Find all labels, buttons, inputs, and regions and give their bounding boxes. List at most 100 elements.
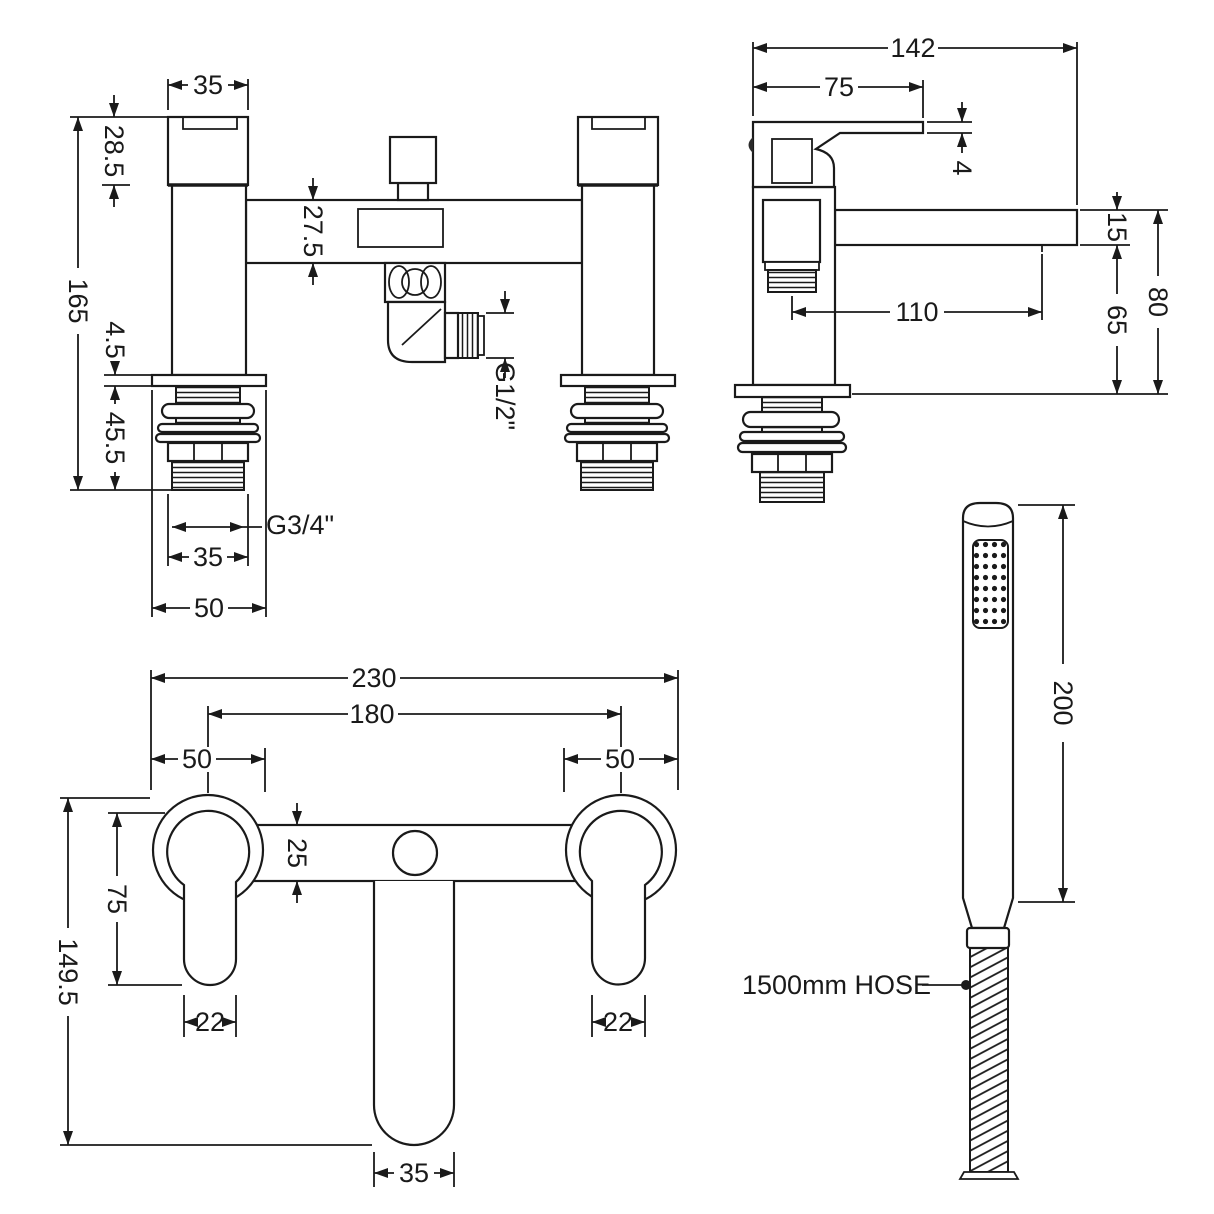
- dim-plan-spout-width-group: 35: [373, 1152, 455, 1188]
- side-elevation-view: 142 75 4 110: [733, 33, 1173, 503]
- dim-front-tail-thread: G3/4": [266, 510, 334, 540]
- right-washer: [569, 402, 665, 420]
- left-washer-thin: [154, 432, 262, 444]
- left-pillar-column: [170, 183, 248, 377]
- dim-side-spout-top-height: 80: [1143, 287, 1173, 317]
- diverter-knob: [388, 135, 438, 185]
- dim-front-flange-group: 4.5 45.5: [100, 321, 152, 490]
- dim-plan-lever-width-left-group: 22: [183, 995, 237, 1037]
- dim-side-spout-reach: 110: [895, 297, 938, 327]
- dim-front-tail-length: 45.5: [100, 412, 130, 465]
- elbow-thread: [457, 312, 479, 359]
- left-cap-slot: [182, 117, 238, 130]
- dim-front-total-height-group: 165: [62, 116, 180, 491]
- front-elevation-view: 35 165 28.5 27.5: [62, 70, 677, 623]
- right-pillar-column: [580, 183, 656, 377]
- dim-side-total-depth: 142: [890, 33, 935, 63]
- right-cap-slot: [591, 117, 646, 130]
- dim-front-body-height: 27.5: [298, 205, 328, 258]
- dim-plan-lever-width-right-group: 22: [591, 995, 646, 1037]
- dim-side-spout-underside-height: 65: [1102, 305, 1132, 335]
- handle-lever-left: [166, 809, 251, 987]
- handle-cartridge-cover: [771, 138, 813, 184]
- dim-side-heights-group: 15 65 80: [852, 192, 1173, 395]
- dim-handset-length: 200: [1048, 680, 1078, 725]
- hose-label: 1500mm HOSE: [742, 970, 931, 1000]
- dim-plan-handle-reach-group: 75: [102, 812, 182, 986]
- hose-label-group: 1500mm HOSE: [742, 970, 971, 1000]
- elbow-chamfer-line: [401, 308, 442, 346]
- dim-side-total-depth-group: 142: [752, 33, 1078, 205]
- handle-lever-right: [578, 809, 663, 986]
- outlet-block-side: [761, 198, 822, 264]
- dim-plan-handle-reach: 75: [102, 884, 132, 914]
- leader-dot: [961, 980, 971, 990]
- dim-plan-spout-width: 35: [399, 1158, 429, 1188]
- dim-front-body-height-group: 27.5: [298, 178, 328, 285]
- dim-side-spout-reach-group: 110: [791, 254, 1043, 327]
- dim-front-tail-width: 35: [193, 542, 223, 572]
- dim-plan-handle-dia-left: 50: [182, 744, 212, 774]
- dim-plan-lever-width-left: 22: [195, 1007, 225, 1037]
- plan-view: 230 180 50 50: [52, 663, 679, 1188]
- spout-side: [833, 208, 1079, 247]
- right-pillar-cap: [576, 115, 660, 187]
- dim-plan-centres-group: 180: [207, 699, 622, 793]
- dim-plan-lever-width-right: 22: [603, 1007, 633, 1037]
- dim-front-flange-thickness: 4.5: [100, 321, 130, 359]
- left-washer-thin: [156, 422, 260, 434]
- coupling-detail: [420, 265, 442, 299]
- dim-plan-handle-dia-left-group: 50: [151, 744, 266, 792]
- left-pillar-cap: [166, 115, 250, 187]
- dim-plan-total-width-group: 230: [150, 663, 679, 790]
- handset-view: 200 1500mm HOSE: [742, 501, 1079, 1180]
- dim-side-handle-thickness: 4: [947, 160, 977, 175]
- dim-plan-handle-dia-right: 50: [605, 744, 635, 774]
- right-backnut: [575, 441, 659, 463]
- handset-top-face-line: [962, 520, 1014, 528]
- right-mounting-thread-lower: [580, 460, 654, 491]
- body-bar-plate: [357, 208, 444, 248]
- diverter-hole-plan: [391, 829, 439, 877]
- dim-side-handle-length-group: 75: [753, 72, 924, 118]
- washer-thin-side: [738, 430, 846, 443]
- deck-flange-side: [733, 383, 852, 399]
- dim-front-cap-height-group: 28.5: [99, 95, 130, 207]
- left-mounting-thread-lower: [171, 460, 245, 491]
- dim-plan-body-depth-group: 25: [282, 803, 312, 903]
- diverter-stem: [396, 181, 430, 202]
- hose-nut: [965, 926, 1011, 950]
- dim-front-outlet-thread-group: G1/2": [486, 291, 520, 430]
- dim-side-handle-length: 75: [824, 72, 854, 102]
- dim-front-outlet-thread: G1/2": [490, 362, 520, 430]
- indicator-dot-side: [748, 137, 753, 153]
- elbow-neck: [443, 311, 460, 360]
- right-deck-flange: [559, 373, 677, 388]
- coupling-detail: [401, 268, 429, 296]
- dim-plan-total-projection: 149.5: [53, 938, 83, 1006]
- shower-hose: [969, 947, 1009, 1173]
- spray-face: [972, 539, 1009, 629]
- dim-front-base-width: 50: [194, 593, 224, 623]
- dim-plan-total-width: 230: [351, 663, 396, 693]
- right-washer-thin: [563, 432, 671, 444]
- backnut-side: [750, 452, 834, 474]
- washer-thin-side: [736, 441, 848, 454]
- dim-front-tail-group: G3/4" 35 50: [151, 390, 334, 623]
- dim-plan-total-projection-group: 149.5: [52, 797, 372, 1146]
- dim-side-spout-section: 15: [1102, 212, 1132, 242]
- dim-plan-handle-dia-right-group: 50: [563, 744, 678, 792]
- coupling-detail: [388, 265, 410, 299]
- hose-end: [958, 1171, 1020, 1180]
- dim-plan-centres: 180: [349, 699, 394, 729]
- mounting-thread-side-lower: [759, 471, 825, 503]
- dim-front-total-height: 165: [63, 278, 93, 323]
- washer-side: [741, 410, 841, 429]
- outlet-thread-side: [767, 269, 817, 293]
- left-backnut: [166, 441, 250, 463]
- dim-front-top-width-group: 35: [167, 70, 249, 110]
- dim-front-cap-height: 28.5: [99, 125, 129, 178]
- dim-side-handle-thickness-group: 4: [927, 102, 977, 176]
